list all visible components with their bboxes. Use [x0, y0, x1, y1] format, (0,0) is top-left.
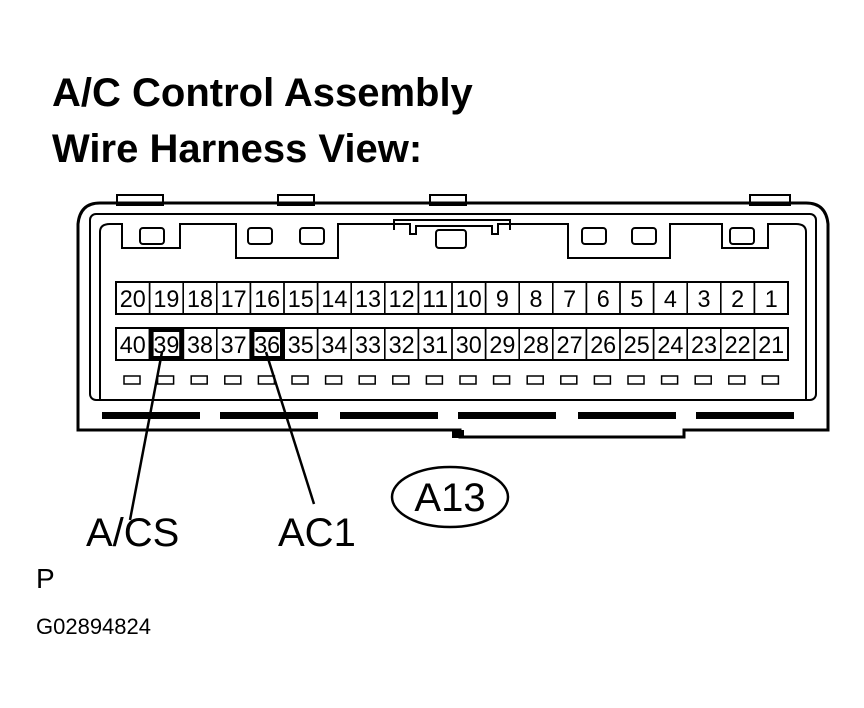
footer-letter: P [36, 563, 55, 594]
pin-cell-21 [753, 327, 789, 361]
pin-cell-39 [148, 327, 185, 361]
terminal-tick [190, 375, 208, 385]
pin-label-25: 25 [624, 332, 650, 359]
terminal-tick [560, 375, 578, 385]
terminal-tick [728, 375, 746, 385]
pin-label-7: 7 [563, 286, 576, 313]
pin-label-11: 11 [422, 286, 448, 313]
pin-label-20: 20 [120, 286, 146, 313]
pin-label-17: 17 [221, 286, 247, 313]
pin-label-22: 22 [725, 332, 751, 359]
pin-label-14: 14 [321, 286, 347, 313]
pin-label-27: 27 [557, 332, 583, 359]
terminal-tick [257, 375, 276, 385]
pin-label-38: 38 [187, 332, 213, 359]
terminal-tick [156, 375, 175, 385]
pin-label-32: 32 [389, 332, 415, 359]
pin-label-2: 2 [731, 286, 744, 313]
title-line-2: Wire Harness View: [52, 127, 422, 171]
terminal-tick [492, 375, 511, 385]
pin-label-26: 26 [590, 332, 616, 359]
pin-label-5: 5 [630, 286, 643, 313]
callout-label-ac1: AC1 [278, 511, 356, 555]
pin-label-9: 9 [496, 286, 509, 313]
pin-label-29: 29 [489, 332, 515, 359]
pin-label-24: 24 [657, 332, 683, 359]
terminal-tick [761, 375, 780, 385]
terminal-tick [694, 375, 712, 385]
pin-label-40: 40 [120, 332, 146, 359]
terminal-tick [291, 375, 309, 385]
terminal-tick [660, 375, 679, 385]
title-line-1: A/C Control Assembly [52, 71, 474, 115]
pin-label-1: 1 [765, 286, 778, 313]
terminal-tick [392, 375, 410, 385]
pin-label-33: 33 [355, 332, 381, 359]
terminal-tick [627, 375, 645, 385]
pin-label-13: 13 [355, 286, 381, 313]
pin-label-15: 15 [288, 286, 314, 313]
terminal-tick [123, 375, 141, 385]
terminal-tick [593, 375, 612, 385]
pin-label-6: 6 [597, 286, 610, 313]
pin-label-23: 23 [691, 332, 717, 359]
pin-label-30: 30 [456, 332, 482, 359]
pin-label-12: 12 [389, 286, 415, 313]
pin-label-18: 18 [187, 286, 213, 313]
pin-label-21: 21 [758, 332, 784, 359]
pin-label-28: 28 [523, 332, 549, 359]
terminal-tick [425, 375, 444, 385]
leader-line-acs [128, 351, 164, 521]
connector-housing [76, 194, 830, 439]
callout-label-acs: A/CS [86, 511, 179, 555]
pin-cell-1 [753, 281, 789, 315]
pin-label-39: 39 [153, 332, 179, 359]
pin-label-8: 8 [530, 286, 543, 313]
connector-id-label: A13 [414, 476, 485, 520]
pin-label-16: 16 [254, 286, 280, 313]
pin-label-37: 37 [221, 332, 247, 359]
pin-label-34: 34 [321, 332, 347, 359]
figure-code: G02894824 [36, 614, 151, 639]
leader-line-ac1 [264, 351, 316, 505]
pin-label-4: 4 [664, 286, 677, 313]
pin-label-10: 10 [456, 286, 482, 313]
pin-label-19: 19 [153, 286, 179, 313]
connector-id-oval [390, 465, 510, 529]
terminal-tick [526, 375, 544, 385]
pin-label-35: 35 [288, 332, 314, 359]
pin-label-31: 31 [422, 332, 448, 359]
terminal-tick [324, 375, 343, 385]
terminal-tick [358, 375, 376, 385]
pin-label-3: 3 [698, 286, 711, 313]
terminal-tick [459, 375, 477, 385]
terminal-tick [224, 375, 242, 385]
